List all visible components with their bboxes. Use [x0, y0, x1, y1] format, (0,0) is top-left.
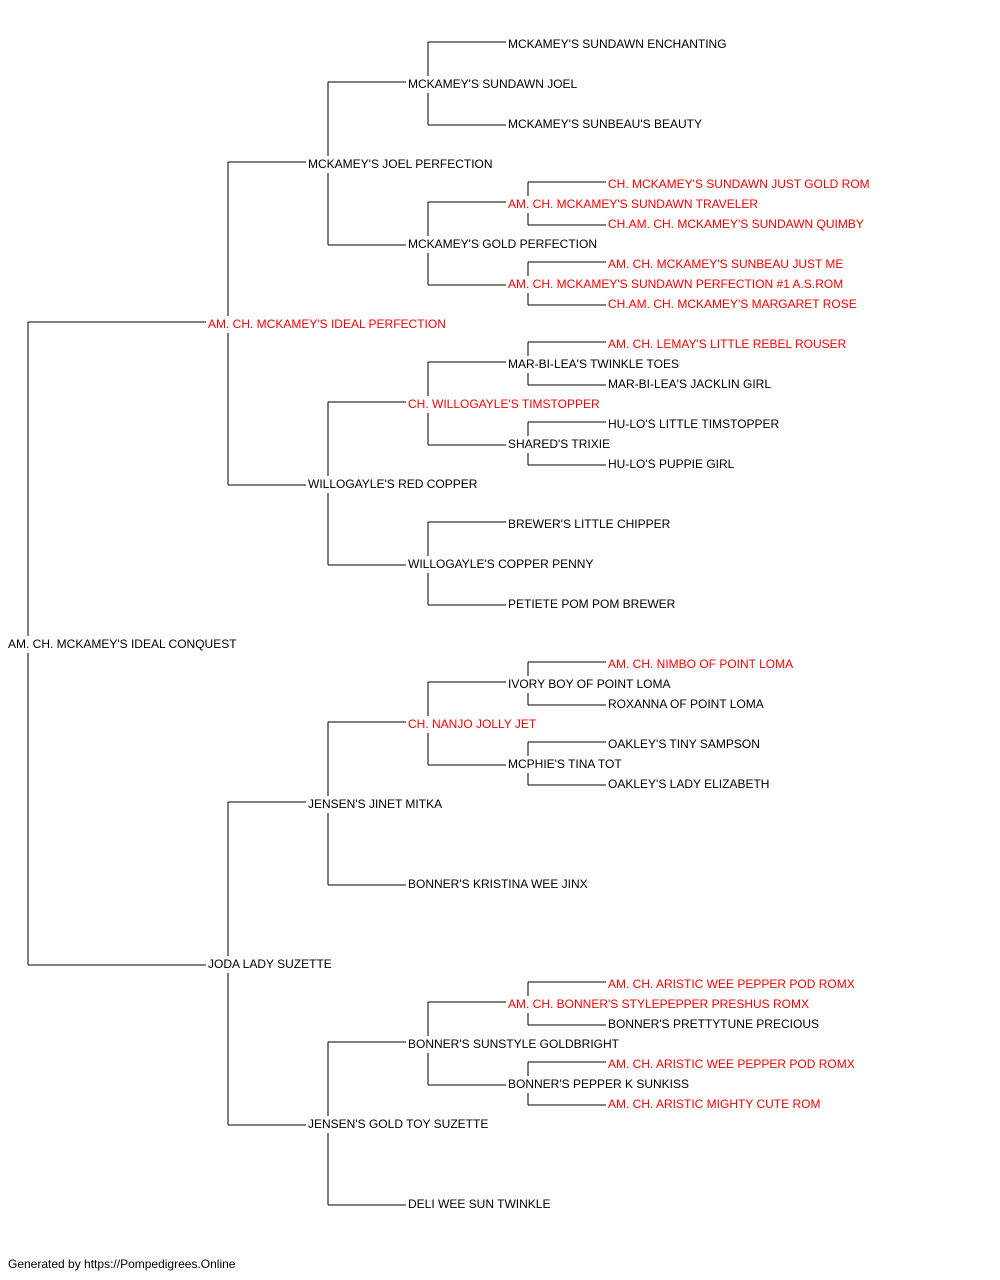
pedigree-node-gen4: MCKAMEY'S SUNDAWN ENCHANTING — [508, 37, 729, 51]
footer-credit: Generated by https://Pompedigrees.Online — [8, 1257, 236, 1271]
pedigree-node-gen5: AM. CH. ARISTIC WEE PEPPER POD ROMX — [608, 977, 857, 991]
pedigree-node-gen5: AM. CH. ARISTIC WEE PEPPER POD ROMX — [608, 1057, 857, 1071]
pedigree-node-gen2: JENSEN'S JINET MITKA — [308, 797, 445, 811]
pedigree-node-gen4: AM. CH. MCKAMEY'S SUNDAWN TRAVELER — [508, 197, 761, 211]
pedigree-node-gen3: DELI WEE SUN TWINKLE — [408, 1197, 553, 1211]
pedigree-node-gen4: MAR-BI-LEA'S TWINKLE TOES — [508, 357, 681, 371]
pedigree-node-gen5: OAKLEY'S TINY SAMPSON — [608, 737, 762, 751]
pedigree-node-gen5: HU-LO'S PUPPIE GIRL — [608, 457, 737, 471]
pedigree-node-gen5: MAR-BI-LEA'S JACKLIN GIRL — [608, 377, 773, 391]
pedigree-node-gen4: SHARED'S TRIXIE — [508, 437, 613, 451]
pedigree-node-gen3: MCKAMEY'S SUNDAWN JOEL — [408, 77, 580, 91]
pedigree-node-gen3: CH. WILLOGAYLE'S TIMSTOPPER — [408, 397, 602, 411]
pedigree-node-gen3: WILLOGAYLE'S COPPER PENNY — [408, 557, 596, 571]
pedigree-node-gen0: AM. CH. MCKAMEY'S IDEAL CONQUEST — [8, 637, 239, 651]
pedigree-node-gen5: HU-LO'S LITTLE TIMSTOPPER — [608, 417, 782, 431]
pedigree-node-gen4: AM. CH. MCKAMEY'S SUNDAWN PERFECTION #1 … — [508, 277, 846, 291]
pedigree-node-gen5: BONNER'S PRETTYTUNE PRECIOUS — [608, 1017, 821, 1031]
pedigree-node-gen1: AM. CH. MCKAMEY'S IDEAL PERFECTION — [208, 317, 448, 331]
pedigree-node-gen5: CH. MCKAMEY'S SUNDAWN JUST GOLD ROM — [608, 177, 872, 191]
pedigree-node-gen5: CH.AM. CH. MCKAMEY'S MARGARET ROSE — [608, 297, 859, 311]
pedigree-node-gen5: AM. CH. LEMAY'S LITTLE REBEL ROUSER — [608, 337, 849, 351]
pedigree-node-gen3: CH. NANJO JOLLY JET — [408, 717, 539, 731]
pedigree-node-gen4: MCKAMEY'S SUNBEAU'S BEAUTY — [508, 117, 704, 131]
pedigree-node-gen4: BREWER'S LITTLE CHIPPER — [508, 517, 673, 531]
pedigree-node-gen1: JODA LADY SUZETTE — [208, 957, 334, 971]
pedigree-node-gen4: PETIETE POM POM BREWER — [508, 597, 678, 611]
pedigree-node-gen3: BONNER'S KRISTINA WEE JINX — [408, 877, 590, 891]
pedigree-node-gen5: OAKLEY'S LADY ELIZABETH — [608, 777, 772, 791]
pedigree-node-gen4: IVORY BOY OF POINT LOMA — [508, 677, 673, 691]
pedigree-node-gen2: MCKAMEY'S JOEL PERFECTION — [308, 157, 495, 171]
pedigree-node-gen2: JENSEN'S GOLD TOY SUZETTE — [308, 1117, 491, 1131]
pedigree-node-gen4: BONNER'S PEPPER K SUNKISS — [508, 1077, 692, 1091]
pedigree-node-gen5: AM. CH. MCKAMEY'S SUNBEAU JUST ME — [608, 257, 846, 271]
pedigree-node-gen3: BONNER'S SUNSTYLE GOLDBRIGHT — [408, 1037, 621, 1051]
pedigree-node-gen5: AM. CH. ARISTIC MIGHTY CUTE ROM — [608, 1097, 823, 1111]
pedigree-node-gen5: CH.AM. CH. MCKAMEY'S SUNDAWN QUIMBY — [608, 217, 866, 231]
pedigree-node-gen5: ROXANNA OF POINT LOMA — [608, 697, 766, 711]
pedigree-node-gen2: WILLOGAYLE'S RED COPPER — [308, 477, 480, 491]
pedigree-node-gen4: MCPHIE'S TINA TOT — [508, 757, 624, 771]
pedigree-node-gen5: AM. CH. NIMBO OF POINT LOMA — [608, 657, 796, 671]
pedigree-node-gen3: MCKAMEY'S GOLD PERFECTION — [408, 237, 599, 251]
pedigree-node-gen4: AM. CH. BONNER'S STYLEPEPPER PRESHUS ROM… — [508, 997, 812, 1011]
